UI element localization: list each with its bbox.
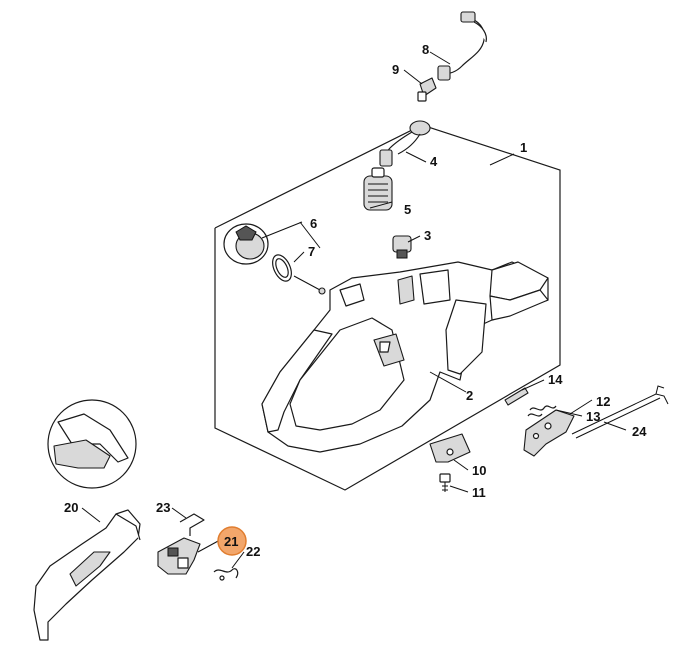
leader-lines (81, 51, 627, 569)
callout-12[interactable]: 12 (596, 394, 610, 409)
callout-24[interactable]: 24 (632, 424, 647, 439)
bracket[interactable] (429, 433, 471, 463)
filler-cap[interactable] (223, 223, 269, 265)
callout-2[interactable]: 2 (466, 388, 473, 403)
o-ring[interactable] (269, 252, 326, 295)
pin[interactable] (504, 387, 529, 406)
handle-bar[interactable] (33, 509, 141, 641)
callout-10[interactable]: 10 (472, 463, 486, 478)
tank-vent[interactable] (392, 235, 412, 259)
handle-component[interactable] (157, 537, 201, 575)
callout-14[interactable]: 14 (548, 372, 563, 387)
fuel-hose-elbow[interactable] (417, 77, 437, 102)
throttle-rod[interactable] (571, 385, 669, 439)
callout-6[interactable]: 6 (310, 216, 317, 231)
callout-9[interactable]: 9 (392, 62, 399, 77)
detail-inset (47, 399, 137, 489)
callout-23[interactable]: 23 (156, 500, 170, 515)
wire-spring[interactable] (179, 513, 205, 536)
callout-4[interactable]: 4 (430, 154, 438, 169)
callout-22[interactable]: 22 (246, 544, 260, 559)
clip-spring[interactable] (213, 568, 239, 581)
callout-labels: 1 2 3 4 5 6 7 8 9 10 11 12 13 14 20 21 2… (64, 42, 647, 559)
callout-1[interactable]: 1 (520, 140, 527, 155)
callout-7[interactable]: 7 (308, 244, 315, 259)
highlight-ring (217, 526, 247, 556)
callout-8[interactable]: 8 (422, 42, 429, 57)
callout-20[interactable]: 20 (64, 500, 78, 515)
spring[interactable] (527, 405, 557, 417)
tank-housing[interactable] (261, 261, 549, 453)
callout-13[interactable]: 13 (586, 409, 600, 424)
callout-5[interactable]: 5 (404, 202, 411, 217)
fuel-pickup-hose[interactable] (379, 120, 431, 167)
screw[interactable] (439, 473, 451, 492)
callout-3[interactable]: 3 (424, 228, 431, 243)
callout-11[interactable]: 11 (472, 485, 486, 500)
fuel-hose-assembly[interactable] (437, 11, 487, 81)
callout-21[interactable]: 21 (224, 534, 238, 549)
fuel-filter[interactable] (363, 167, 393, 211)
throttle-lever[interactable] (523, 409, 575, 457)
